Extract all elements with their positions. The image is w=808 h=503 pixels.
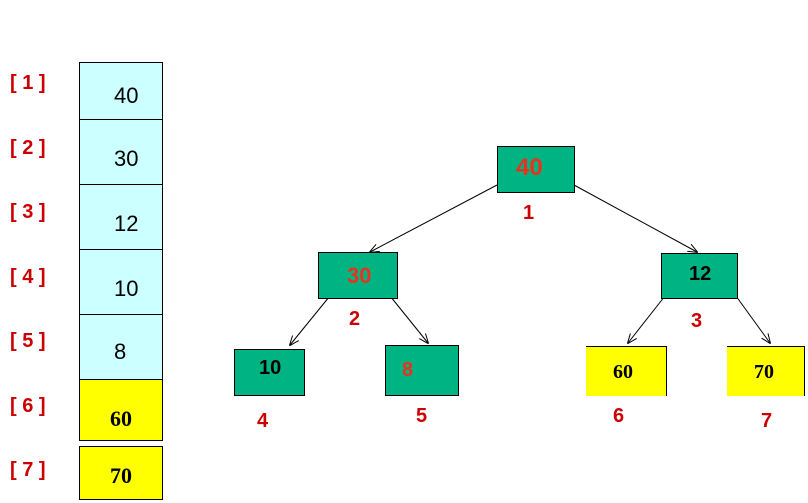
array-index-6: [ 6 ] xyxy=(10,395,46,417)
array-value-3: 12 xyxy=(114,211,139,236)
array-value-6: 60 xyxy=(110,406,132,431)
edge-1-2 xyxy=(370,184,498,252)
tree-label-5: 5 xyxy=(416,405,428,427)
array-index-2: [ 2 ] xyxy=(10,137,46,159)
tree-node-6: 60 xyxy=(586,346,667,396)
array-cell-6: 60 xyxy=(79,379,163,441)
tree-node-7: 70 xyxy=(727,346,805,396)
tree-label-7: 7 xyxy=(761,410,773,432)
array-index-7: [ 7 ] xyxy=(10,459,46,481)
array-index-5: [ 5 ] xyxy=(10,330,46,352)
tree-node-3: 12 xyxy=(661,253,738,299)
array-index-4: [ 4 ] xyxy=(10,266,46,288)
tree-label-2: 2 xyxy=(349,308,361,330)
array-value-2: 30 xyxy=(114,146,139,171)
array-cell-4: 10 xyxy=(79,249,163,315)
array-value-4: 10 xyxy=(114,276,139,301)
tree-label-3: 3 xyxy=(691,310,703,332)
tree-node-4: 10 xyxy=(234,349,305,396)
tree-node-5: 8 xyxy=(385,345,459,396)
edge-1-3 xyxy=(573,184,697,252)
tree-node-3-value: 12 xyxy=(689,263,712,285)
array-value-5: 8 xyxy=(114,339,127,364)
tree-node-1: 40 xyxy=(497,146,575,193)
tree-label-6: 6 xyxy=(613,405,625,427)
array-value-1: 40 xyxy=(114,83,139,108)
tree-label-1: 1 xyxy=(523,202,535,224)
tree-node-1-value: 40 xyxy=(516,154,543,181)
tree-node-2: 30 xyxy=(318,252,398,299)
tree-node-4-value: 10 xyxy=(259,357,282,379)
array-cell-1: 40 xyxy=(79,62,163,120)
tree-node-2-value: 30 xyxy=(347,263,372,288)
array-value-7: 70 xyxy=(110,463,132,488)
tree-label-4: 4 xyxy=(257,410,269,432)
array-index-3: [ 3 ] xyxy=(10,201,46,223)
tree-node-7-value: 70 xyxy=(754,361,774,383)
tree-node-5-value: 8 xyxy=(402,359,414,381)
array-cell-7: 70 xyxy=(79,446,163,500)
tree-node-6-value: 60 xyxy=(613,361,633,383)
array-index-1: [ 1 ] xyxy=(10,72,46,94)
